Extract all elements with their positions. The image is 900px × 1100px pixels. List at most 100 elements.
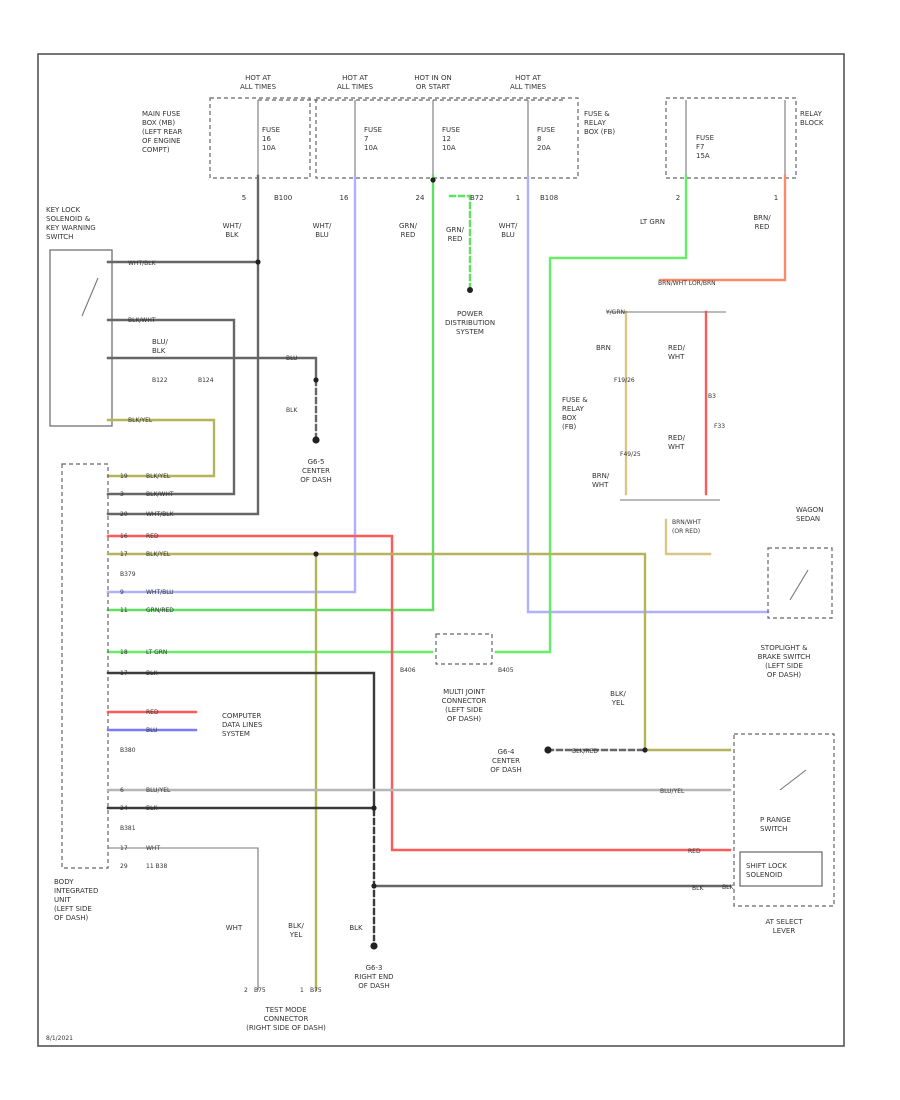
fb-pin-b: F49/25 bbox=[620, 451, 641, 458]
wire-wht-test bbox=[108, 847, 259, 990]
body-pin-text-14: BLK bbox=[146, 805, 158, 812]
fb-pin-a: F19/26 bbox=[614, 377, 635, 384]
relay-block-outline bbox=[665, 97, 797, 179]
junction-dot-4 bbox=[371, 805, 377, 811]
wire-label-brn-wht-2: BRN/WHT bbox=[592, 472, 610, 489]
multi-b406: B406 bbox=[400, 667, 416, 674]
fb-pin-c: B3 bbox=[708, 393, 716, 400]
test-pin-c: 1 bbox=[300, 987, 304, 994]
ref-label: 8/1/2021 bbox=[46, 1035, 73, 1042]
body-pin-num-5: B379 bbox=[120, 571, 136, 578]
body-pin-num-6: 9 bbox=[120, 589, 124, 596]
wire-label-blu-blk: BLU/BLK bbox=[152, 338, 168, 355]
wire-label-blk-red: BLK/RED bbox=[572, 748, 598, 755]
wire-label-blk-yel-low: BLK/YEL bbox=[288, 922, 304, 939]
body-pin-num-2: 20 bbox=[120, 511, 128, 518]
blk-right-label: BLK bbox=[722, 884, 734, 891]
wire-blk-wht-key bbox=[106, 318, 236, 496]
body-pin-text-13: BLU/YEL bbox=[146, 787, 171, 794]
ground-g64-dot bbox=[544, 746, 552, 754]
ground-g65-dot bbox=[312, 436, 320, 444]
junction-dot-6 bbox=[642, 747, 648, 753]
multi-b405: B405 bbox=[498, 667, 514, 674]
p-range-arm bbox=[779, 769, 807, 791]
body-pin-text-7: GRN/RED bbox=[146, 607, 174, 614]
wire-label-lt-grn: LT GRN bbox=[640, 218, 665, 226]
test-pin-d: B75 bbox=[310, 987, 322, 994]
junction-dot-2 bbox=[313, 377, 319, 383]
wire-label-brn: BRN bbox=[596, 344, 611, 352]
body-pin-num-16: 17 bbox=[120, 845, 128, 852]
key-pin-k1: WHT/BLK bbox=[128, 260, 157, 267]
pin-16: 16 bbox=[340, 194, 349, 202]
body-pin-num-15: B381 bbox=[120, 825, 136, 832]
wire-label-brn-red: BRN/RED bbox=[753, 214, 771, 231]
body-pin-num-3: 16 bbox=[120, 533, 128, 540]
wire-label-wht-low: WHT bbox=[226, 924, 243, 932]
key-blu: BLU bbox=[286, 355, 298, 362]
wire-label-y-grn: Y/GRN bbox=[605, 309, 625, 316]
wire-label-grn-red: GRN/RED bbox=[399, 222, 418, 239]
body-pin-text-16: WHT bbox=[146, 845, 160, 852]
fuse-box-main-outline bbox=[209, 97, 311, 179]
wire-label-grn-red-2: GRN/RED bbox=[446, 226, 465, 243]
body-pin-text-8: LT GRN bbox=[146, 649, 167, 656]
pin-2: 2 bbox=[676, 194, 680, 202]
wire-wht-blu-fuse7 bbox=[106, 174, 357, 594]
brn-wht-switch-label: BRN/WHT(OR RED) bbox=[672, 519, 701, 535]
body-pin-text-10: RED bbox=[146, 709, 159, 716]
body-pin-num-17: 29 bbox=[120, 863, 128, 870]
wire-brn-red-relay bbox=[658, 174, 787, 282]
key-b124: B124 bbox=[198, 377, 214, 384]
body-pin-text-9: BLK bbox=[146, 670, 158, 677]
pin-5: 5 bbox=[242, 194, 246, 202]
key-lock-outline bbox=[49, 249, 113, 427]
body-pin-text-1: BLK/WHT bbox=[146, 491, 174, 498]
body-pin-text-2: WHT/BLK bbox=[146, 511, 175, 518]
wire-label-wht-blu: WHT/BLU bbox=[313, 222, 332, 239]
test-pin-a: 2 bbox=[244, 987, 248, 994]
wire-label-blk-low: BLK bbox=[349, 924, 363, 932]
junction-dot-8 bbox=[430, 177, 436, 183]
pin-b108: B108 bbox=[540, 194, 558, 202]
body-unit-outline bbox=[61, 463, 109, 869]
wire-blu-blk-key bbox=[106, 356, 318, 382]
junction-dot-3 bbox=[313, 551, 319, 557]
body-pin-num-0: 19 bbox=[120, 473, 128, 480]
brake-switch-outline bbox=[767, 547, 833, 619]
wire-wht-blk-body bbox=[106, 260, 260, 516]
blu-yel-right-label: BLU/YEL bbox=[660, 788, 685, 795]
wire-label-blk-bot: BLK bbox=[692, 885, 704, 892]
body-pin-text-17: 11 B38 bbox=[146, 863, 167, 870]
wire-blk-body bbox=[106, 671, 376, 812]
pin-24: 24 bbox=[416, 194, 425, 202]
body-pin-num-4: 17 bbox=[120, 551, 128, 558]
body-pin-text-11: BLU bbox=[146, 727, 158, 734]
wire-wht-blk-main bbox=[106, 174, 260, 264]
wire-blk-yel-key bbox=[106, 418, 216, 478]
body-pin-text-0: BLK/YEL bbox=[146, 473, 171, 480]
